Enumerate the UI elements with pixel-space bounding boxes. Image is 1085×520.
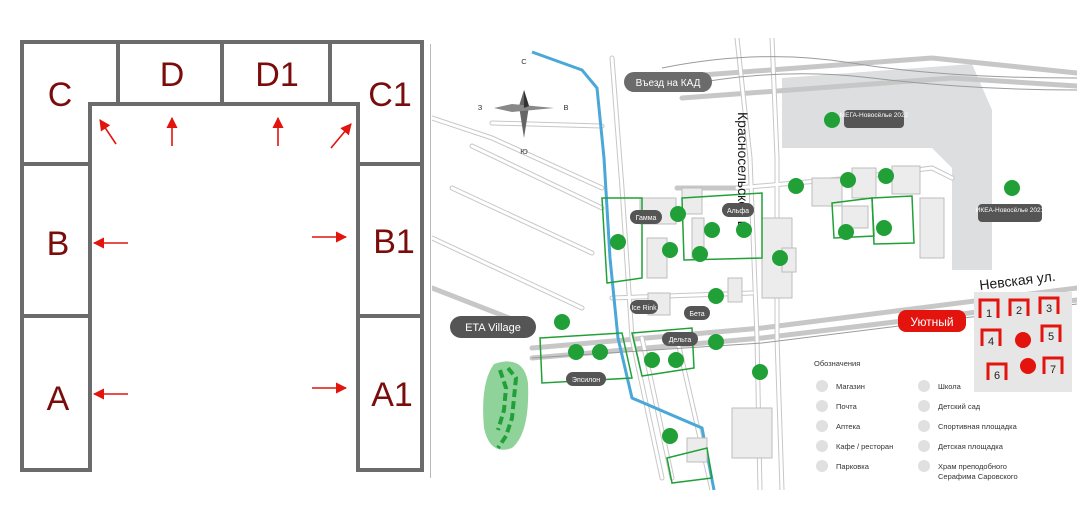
section-a1-label: A1 — [371, 376, 413, 414]
legend-church-line2: Серафима Саровского — [938, 472, 1018, 481]
ikea-label: ИКЕА-Новосёлье 2021 — [976, 207, 1045, 214]
school-icon — [918, 380, 930, 392]
legend-sports: Спортивная площадка — [938, 422, 1018, 431]
eta-village-label: ETA Village — [465, 322, 521, 334]
sports-icon — [918, 420, 930, 432]
kad-entry-pill — [624, 72, 712, 92]
river — [531, 50, 716, 490]
legend-school: Школа — [938, 382, 962, 391]
playground-icon — [668, 352, 684, 368]
mail-icon — [752, 364, 768, 380]
plot-7: 7 — [1050, 364, 1056, 376]
parking-icon — [692, 246, 708, 262]
mail-icon — [816, 400, 828, 412]
section-b-label: B — [47, 225, 70, 263]
pharmacy-icon — [816, 420, 828, 432]
school-icon — [1015, 332, 1031, 348]
legend-cafe: Кафе / ресторан — [836, 442, 893, 451]
church-icon — [918, 460, 930, 472]
kindergarten-icon — [1020, 358, 1036, 374]
shop-icon — [554, 314, 570, 330]
floor-plan: C D D1 C1 B B1 A A1 — [20, 40, 424, 472]
mega-label: МЕГА-Новосёлье 2022 — [840, 112, 909, 119]
legend-pharmacy: Аптека — [836, 422, 861, 431]
map-legend: Обозначения Магазин Почта Аптека Кафе / … — [814, 359, 1018, 481]
panel-divider — [430, 44, 431, 478]
playground-icon — [918, 440, 930, 452]
building-delta: Дельта — [669, 337, 692, 344]
building-beta: Бета — [689, 311, 704, 318]
pharmacy-icon — [708, 288, 724, 304]
parking-icon — [772, 250, 788, 266]
legend-title: Обозначения — [814, 359, 860, 368]
section-b1-label: B1 — [373, 223, 415, 261]
cafe-icon — [878, 168, 894, 184]
uyutny-pill — [898, 310, 966, 332]
kad-entry-label: Въезд на КАД — [636, 78, 701, 89]
section-c-label: C — [48, 76, 73, 114]
ikea-pill — [978, 204, 1042, 222]
legend-mail: Почта — [836, 402, 858, 411]
street-krasnoselskoe: Красносельское ш. — [735, 112, 751, 236]
kindergarten-icon — [918, 400, 930, 412]
area-map: С Ю З В Въезд на КАД Красносельское ш. Н… — [432, 38, 1077, 490]
poi-icons — [554, 112, 1020, 444]
arrow-icon — [99, 119, 117, 145]
arrow-icon — [330, 123, 352, 149]
cafe-icon — [670, 206, 686, 222]
section-d1-label: D1 — [255, 56, 298, 94]
plot-4: 4 — [988, 336, 994, 348]
legend-church-line1: Храм преподобного — [938, 462, 1007, 471]
school-icon — [838, 224, 854, 240]
pharmacy-icon — [662, 242, 678, 258]
school-icon — [736, 222, 752, 238]
playground-icon — [610, 234, 626, 250]
compass-rose: С Ю З В — [478, 57, 569, 156]
green-zones — [539, 192, 915, 484]
plot-1: 1 — [986, 308, 992, 320]
direction-arrows — [92, 116, 352, 400]
eta-village-pill — [450, 316, 536, 338]
sports-icon — [568, 344, 584, 360]
plot-3: 3 — [1046, 303, 1052, 315]
shop-icon — [1004, 180, 1020, 196]
cafe-icon — [788, 178, 804, 194]
plot-frames — [978, 296, 1064, 380]
legend-shop: Магазин — [836, 382, 865, 391]
plot-5: 5 — [1048, 331, 1054, 343]
plot-2: 2 — [1016, 305, 1022, 317]
mega-pill — [844, 110, 904, 128]
section-c1-label: C1 — [368, 76, 411, 114]
playground-icon — [592, 344, 608, 360]
building-alfa: Альфа — [727, 208, 749, 215]
compass-south: Ю — [520, 147, 528, 156]
roads-thin — [531, 56, 1077, 359]
legend-kindergarten: Детский сад — [938, 402, 981, 411]
section-a-label: A — [47, 380, 70, 418]
building-gamma: Гамма — [636, 215, 657, 222]
parking-icon — [816, 460, 828, 472]
sports-icon — [708, 334, 724, 350]
shop-icon — [816, 380, 828, 392]
uyutny-label: Уютный — [910, 315, 953, 329]
building-icerink: Ice Rink — [631, 305, 657, 312]
cafe-icon — [840, 172, 856, 188]
sports-icon — [644, 352, 660, 368]
cafe-icon — [816, 440, 828, 452]
legend-playground: Детская площадка — [938, 442, 1004, 451]
section-d-label: D — [160, 56, 185, 94]
kindergarten-icon — [662, 428, 678, 444]
plan-walls — [20, 40, 424, 472]
compass-west: З — [478, 103, 483, 112]
compass-north: С — [521, 57, 527, 66]
compass-east: В — [563, 103, 568, 112]
shop-icon — [824, 112, 840, 128]
shop-icon — [704, 222, 720, 238]
kindergarten-icon — [876, 220, 892, 236]
legend-parking: Парковка — [836, 462, 870, 471]
building-epsilon: Эпсилон — [572, 377, 600, 384]
plot-6: 6 — [994, 370, 1000, 382]
